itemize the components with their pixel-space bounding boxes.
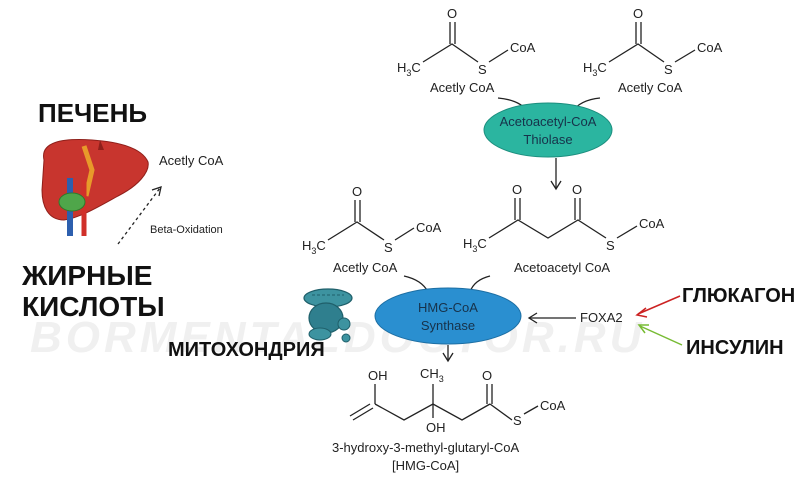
arrowhead bbox=[550, 180, 562, 191]
molecule-name: Acetly CoA bbox=[333, 260, 398, 275]
ch3-label: CH3 bbox=[420, 366, 444, 384]
thiolase-label-1: Acetoacetyl-CoA bbox=[500, 114, 597, 129]
bond bbox=[489, 403, 513, 421]
bond bbox=[352, 407, 374, 421]
hmg-coa: OH CH3 OH O S CoA 3-hydroxy-3-methyl-glu… bbox=[332, 366, 566, 473]
liver-title: ПЕЧЕНЬ bbox=[38, 98, 147, 128]
molecule-name: Acetoacetyl CoA bbox=[514, 260, 610, 275]
coa-label: CoA bbox=[540, 398, 566, 413]
molecule-name: Acetly CoA bbox=[618, 80, 683, 95]
oxygen-label: O bbox=[633, 6, 643, 21]
synthase-ellipse bbox=[374, 287, 522, 345]
insulin-label: ИНСУЛИН bbox=[686, 337, 784, 359]
oxygen-label: O bbox=[572, 182, 582, 197]
synthase-enzyme: HMG-CoA Synthase bbox=[374, 287, 522, 345]
arrowhead bbox=[637, 324, 649, 334]
molecule-name-line2: [HMG-CoA] bbox=[392, 458, 459, 473]
thiolase-enzyme: Acetoacetyl-CoA Thiolase bbox=[483, 102, 613, 158]
bond bbox=[608, 43, 665, 63]
oxygen-label: O bbox=[352, 184, 362, 199]
bond bbox=[349, 403, 371, 417]
bond bbox=[488, 49, 509, 63]
beta-oxidation-label: Beta-Oxidation bbox=[150, 224, 223, 236]
acetoacetyl-coa: H3C O O S CoA Acetoacetyl CoA bbox=[463, 182, 665, 275]
molecule-name: Acetly CoA bbox=[430, 80, 495, 95]
h3c-label: H3C bbox=[302, 238, 326, 256]
synthase-label-1: HMG-CoA bbox=[418, 300, 478, 315]
glucagon-arrow bbox=[637, 295, 681, 315]
fatty-acids-line2: КИСЛОТЫ bbox=[22, 291, 165, 322]
bond bbox=[327, 221, 385, 241]
coa-label: CoA bbox=[416, 220, 442, 235]
mito-fragment bbox=[337, 317, 351, 331]
oh-label: OH bbox=[426, 420, 446, 435]
coa-label: CoA bbox=[639, 216, 665, 231]
mito-fragment bbox=[341, 333, 351, 343]
molecule-name-line1: 3-hydroxy-3-methyl-glutaryl-CoA bbox=[332, 440, 519, 455]
liver-acetyl-coa: Acetly CoA bbox=[159, 153, 224, 168]
bond bbox=[422, 43, 479, 63]
h3c-label: H3C bbox=[463, 236, 487, 254]
synthase-label-2: Synthase bbox=[421, 318, 475, 333]
sulfur-label: S bbox=[384, 240, 393, 255]
oh-label: OH bbox=[368, 368, 388, 383]
arrowhead bbox=[635, 307, 648, 318]
oxygen-label: O bbox=[447, 6, 457, 21]
oxygen-label: O bbox=[482, 368, 492, 383]
arrowhead bbox=[527, 312, 538, 324]
sulfur-label: S bbox=[478, 62, 487, 77]
sulfur-label: S bbox=[513, 413, 522, 428]
sulfur-label: S bbox=[664, 62, 673, 77]
h3c-label: H3C bbox=[583, 60, 607, 78]
sulfur-label: S bbox=[606, 238, 615, 253]
bond bbox=[488, 219, 607, 239]
arrowhead bbox=[442, 352, 454, 363]
thiolase-ellipse bbox=[483, 102, 613, 158]
bond bbox=[394, 227, 415, 241]
mito-fragment bbox=[308, 327, 332, 341]
liver-detail bbox=[98, 140, 104, 150]
glucagon-label: ГЛЮКАГОН bbox=[682, 285, 795, 307]
acetyl-coa-top-left: H3C O S CoA Acetly CoA bbox=[397, 6, 536, 95]
coa-label: CoA bbox=[510, 40, 536, 55]
coa-label: CoA bbox=[697, 40, 723, 55]
thiolase-label-2: Thiolase bbox=[523, 132, 572, 147]
gallbladder bbox=[58, 192, 86, 212]
insulin-arrow bbox=[639, 325, 683, 346]
h3c-label: H3C bbox=[397, 60, 421, 78]
oxygen-label: O bbox=[512, 182, 522, 197]
acetyl-coa-middle: H3C O S CoA Acetly CoA bbox=[302, 184, 442, 275]
bond bbox=[523, 405, 539, 415]
bile-duct bbox=[81, 145, 95, 197]
mitochondria-label: МИТОХОНДРИЯ bbox=[168, 339, 325, 361]
foxa2-label: FOXA2 bbox=[580, 310, 623, 325]
fatty-acids-line1: ЖИРНЫЕ bbox=[21, 260, 152, 291]
arrowhead bbox=[151, 186, 162, 197]
mitochondria-icon bbox=[303, 288, 353, 343]
bond bbox=[616, 225, 638, 239]
liver-icon bbox=[41, 139, 149, 236]
bond bbox=[674, 49, 696, 63]
liver-lobe bbox=[41, 139, 149, 221]
acetyl-coa-top-right: H3C O S CoA Acetly CoA bbox=[583, 6, 723, 95]
